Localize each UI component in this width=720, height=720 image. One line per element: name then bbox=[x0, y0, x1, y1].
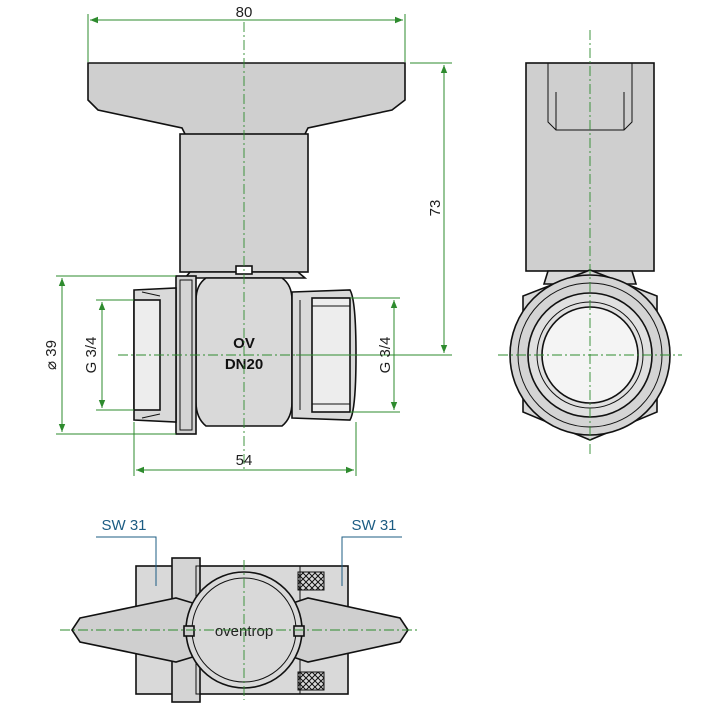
side-view bbox=[498, 30, 682, 455]
front-handle-bar bbox=[87, 62, 406, 137]
dim-height-right: 73 bbox=[427, 200, 444, 217]
dimensions: 80 73 ⌀ 39 G 3/4 G 3/4 54 bbox=[43, 4, 452, 476]
dim-thread-left: G 3/4 bbox=[83, 337, 100, 374]
side-handle bbox=[525, 62, 655, 272]
brand-logo-text: oventrop bbox=[215, 623, 273, 640]
sw-label-left: SW 31 bbox=[101, 517, 146, 534]
top-knurl bbox=[297, 571, 325, 591]
dim-length-bottom: 54 bbox=[236, 452, 253, 469]
body-marking-ov: OV bbox=[233, 335, 255, 352]
dim-diameter-left: ⌀ 39 bbox=[43, 340, 60, 370]
sw-label-right: SW 31 bbox=[351, 517, 396, 534]
top-view: oventrop bbox=[60, 557, 420, 703]
front-view: OV DN20 bbox=[87, 22, 406, 470]
dim-width-top: 80 bbox=[236, 4, 253, 21]
dim-thread-right: G 3/4 bbox=[377, 337, 394, 374]
wrench-labels: SW 31 SW 31 bbox=[96, 517, 402, 586]
